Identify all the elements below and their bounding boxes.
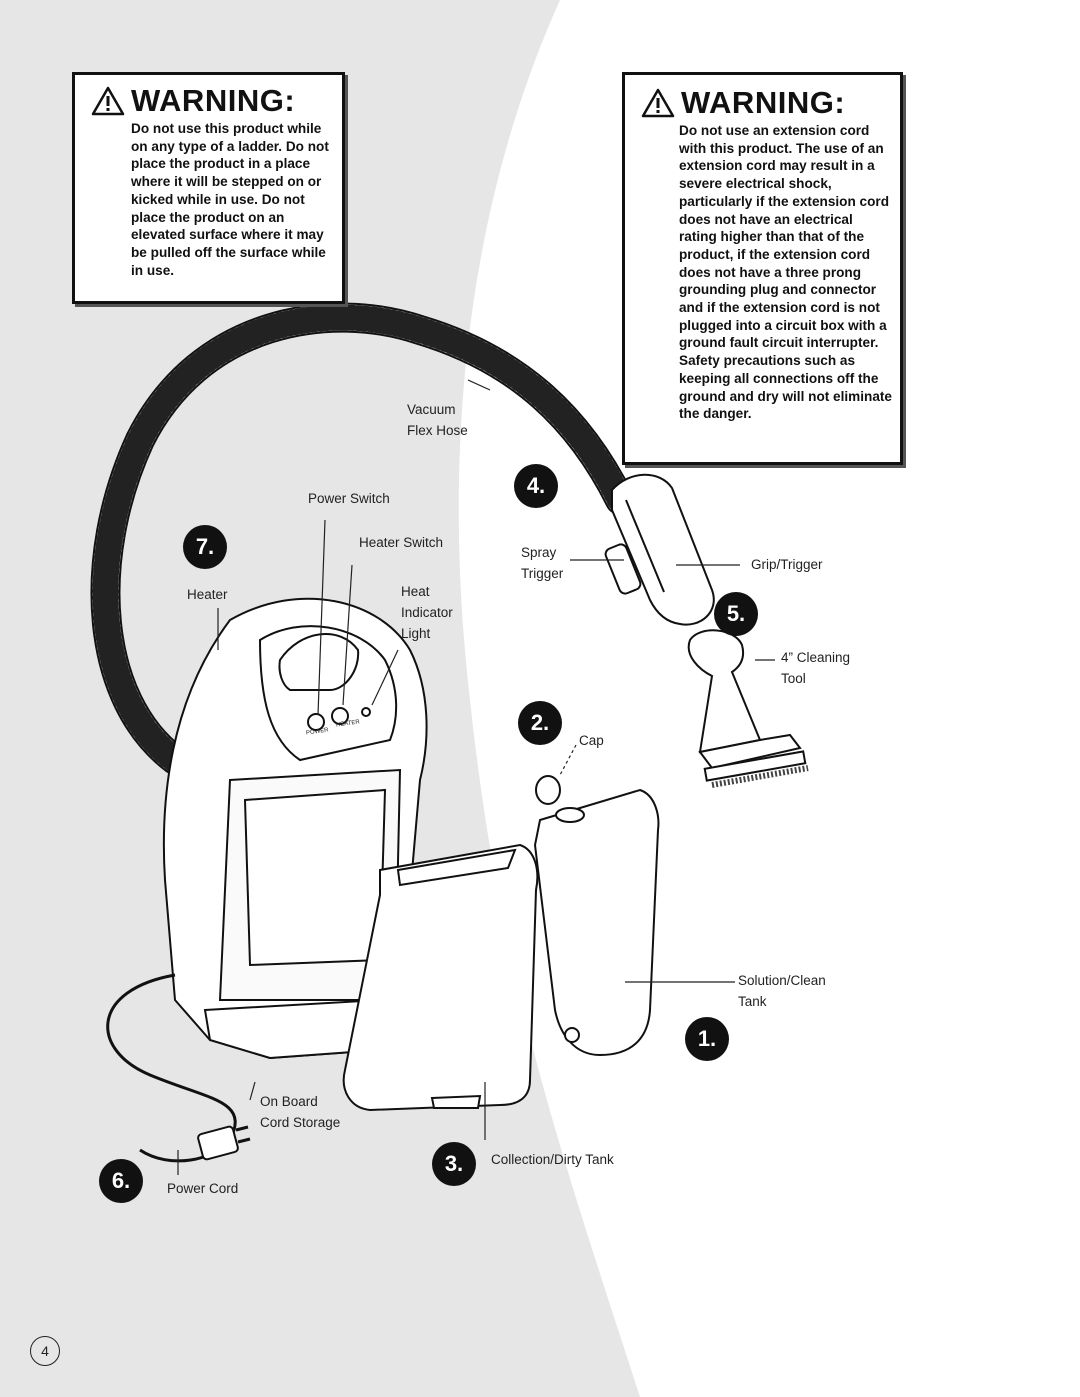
label-power-cord: Power Cord — [167, 1181, 239, 1196]
label-vacuum-flex-hose: Vacuum Flex Hose — [407, 402, 468, 438]
hose-grip — [604, 473, 715, 626]
collection-dirty-tank — [342, 843, 539, 1112]
label-solution-clean-tank: Solution/Clean Tank — [738, 973, 826, 1009]
plug — [197, 1125, 251, 1161]
label-power-switch: Power Switch — [308, 491, 390, 506]
label-collection-dirty-tank: Collection/Dirty Tank — [491, 1152, 614, 1167]
warning-title: WARNING: — [681, 85, 846, 120]
warning-text: Do not use this product while on any typ… — [131, 121, 329, 278]
warning-title: WARNING: — [131, 83, 296, 118]
badge-5: 5. — [714, 592, 758, 636]
badge-4: 4. — [514, 464, 558, 508]
warning-box-ladder: WARNING: Do not use this product while o… — [72, 72, 345, 304]
solution-clean-tank — [533, 775, 660, 1057]
page-number: 4 — [30, 1336, 60, 1366]
badge-7: 7. — [183, 525, 227, 569]
badge-6: 6. — [99, 1159, 143, 1203]
label-heater-switch: Heater Switch — [359, 535, 444, 550]
warning-box-extension-cord: WARNING: Do not use an extension cord wi… — [622, 72, 903, 465]
warning-text: Do not use an extension cord with this p… — [679, 123, 892, 422]
main-unit — [162, 597, 428, 1060]
label-cap: Cap — [579, 733, 604, 748]
warning-triangle-icon — [641, 88, 675, 117]
label-cleaning-tool: 4” Cleaning Tool — [781, 650, 851, 686]
label-heat-indicator-light: Heat Indicator Light — [401, 584, 453, 641]
leader-lines — [177, 379, 775, 1175]
badge-1: 1. — [685, 1017, 729, 1061]
label-heater: Heater — [187, 587, 228, 602]
label-on-board-cord-storage: On Board Cord Storage — [260, 1094, 341, 1130]
label-spray-trigger: Spray Trigger — [521, 545, 564, 581]
badge-2: 2. — [518, 701, 562, 745]
flex-hose — [90, 302, 635, 775]
power-cord — [106, 973, 237, 1163]
cleaning-tool — [687, 629, 809, 788]
label-grip-trigger: Grip/Trigger — [751, 557, 823, 572]
badge-3: 3. — [432, 1142, 476, 1186]
warning-triangle-icon — [91, 86, 125, 115]
